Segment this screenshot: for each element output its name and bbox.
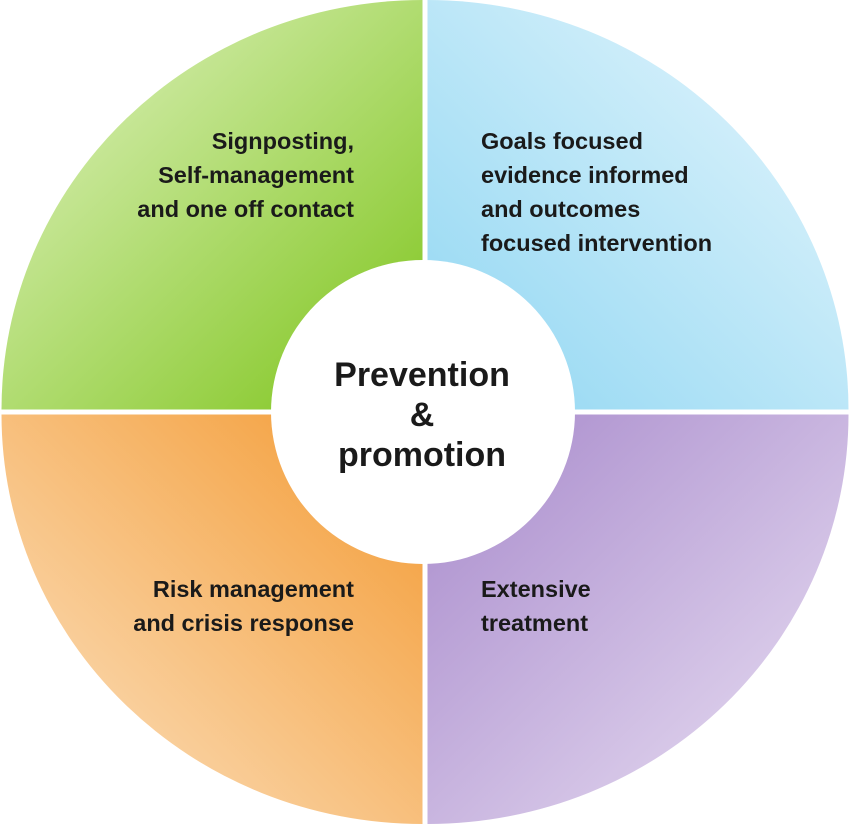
label-line: Extensive [481, 576, 591, 602]
label-line: treatment [481, 610, 589, 636]
label-line: and outcomes [481, 196, 641, 222]
quadrant-top-right-label: Goals focused evidence informed and outc… [481, 124, 712, 260]
label-line: focused intervention [481, 230, 713, 256]
label-line: Self-management [158, 162, 354, 188]
quadrant-bottom-right-label: Extensive treatment [481, 572, 591, 640]
label-line: evidence informed [481, 162, 689, 188]
label-line: Risk management [152, 576, 354, 602]
label-line: and one off contact [137, 196, 354, 222]
center-circle [271, 260, 575, 564]
label-line: Goals focused [481, 128, 643, 154]
center-label: Prevention & promotion [272, 355, 572, 475]
quadrant-bottom-left-label: Risk management and crisis response [133, 572, 354, 640]
label-line: Signposting, [211, 128, 354, 154]
center-label-line: & [409, 396, 435, 434]
quadrant-top-left-label: Signposting, Self-management and one off… [137, 124, 354, 226]
center-label-line: promotion [337, 436, 507, 474]
label-line: and crisis response [133, 610, 354, 636]
center-label-line: Prevention [334, 356, 510, 394]
